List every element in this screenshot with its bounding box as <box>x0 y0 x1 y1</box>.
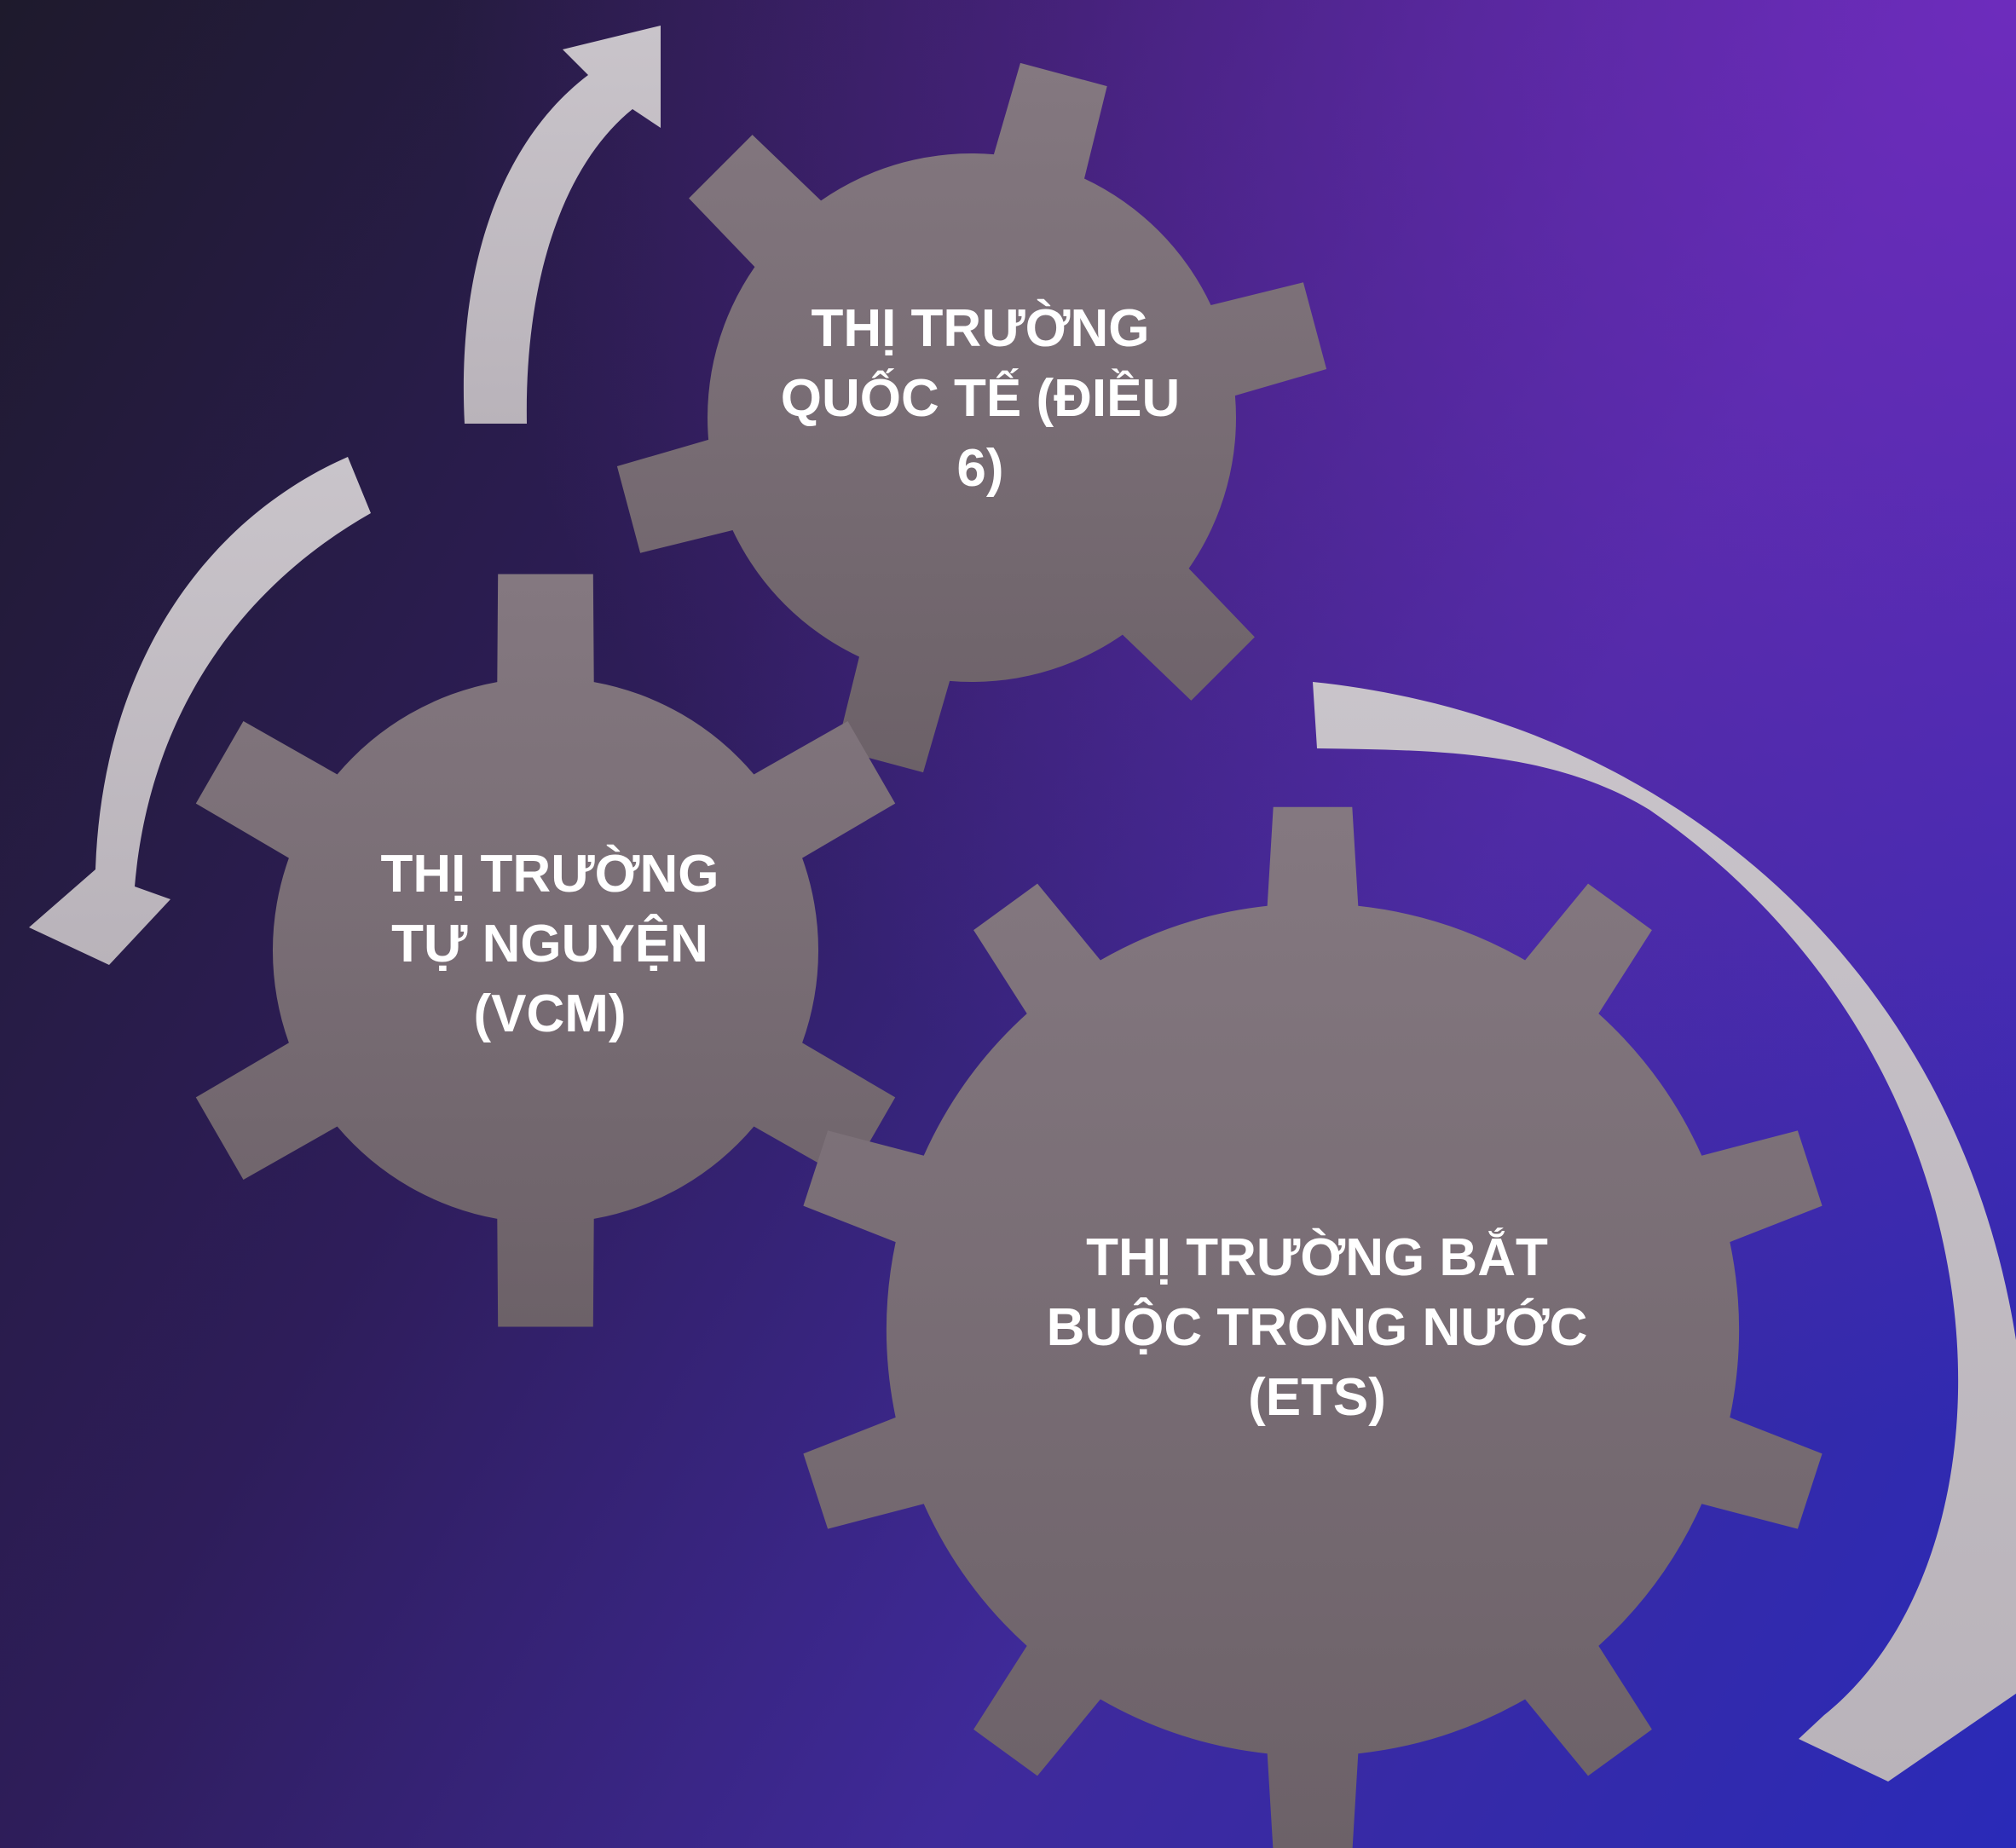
gear-label-domestic: THỊ TRƯỜNG BẮT BUỘC TRONG NƯỚC (ETS) <box>976 1223 1658 1433</box>
label-line: THỊ TRƯỜNG <box>811 299 1150 358</box>
gear-label-international: THỊ TRƯỜNG QUỐC TẾ (ĐIỀU 6) <box>703 294 1257 504</box>
label-line: THỊ TRƯỜNG <box>380 845 719 904</box>
label-line: QUỐC TẾ (ĐIỀU <box>780 369 1181 428</box>
arrow-left-cycle <box>29 457 371 965</box>
gear-domestic <box>803 806 1822 1848</box>
gear-international <box>616 62 1327 773</box>
label-line: TỰ NGUYỆN <box>391 915 708 973</box>
label-line: 6) <box>956 439 1004 498</box>
label-line: THỊ TRƯỜNG BẮT <box>1086 1228 1548 1287</box>
gear-label-voluntary: THỊ TRƯỜNG TỰ NGUYỆN (VCM) <box>277 840 823 1049</box>
arrow-right-cycle <box>1313 682 2016 1782</box>
label-line: BUỘC TRONG NƯỚC <box>1046 1298 1588 1357</box>
arrow-up-cycle <box>463 26 661 424</box>
label-line: (VCM) <box>473 985 627 1043</box>
gear-voluntary <box>195 574 896 1327</box>
label-line: (ETS) <box>1248 1368 1386 1427</box>
